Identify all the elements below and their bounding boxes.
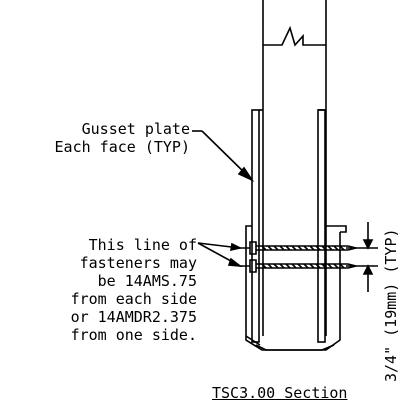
fastener-note-label: This line of fasteners may be 14AMS.75 f… [71, 236, 197, 344]
gusset-plate-label: Gusset plate Each face (TYP) [55, 120, 190, 156]
fastener-line: This line of [88, 236, 197, 254]
track-channel [245, 225, 347, 351]
fastener-line: from each side [70, 290, 197, 308]
fastener-line: from one side. [70, 326, 197, 344]
gusset-plate-left [251, 109, 260, 343]
gusset-plate-right [317, 109, 326, 343]
section-caption: TSC3.00 Section [212, 384, 348, 402]
dimension-marker [346, 222, 378, 292]
gusset-leader [192, 130, 255, 182]
dimension-label: 3/4" (19mm) (TYP) [382, 228, 400, 382]
stud-left-wall [262, 0, 327, 47]
gusset-label-line2: Each face (TYP) [54, 138, 190, 156]
fastener-lower [240, 259, 357, 273]
fastener-upper [240, 241, 357, 255]
fastener-leader [197, 242, 243, 268]
fastener-line: be 14AMS.75 [97, 272, 197, 290]
gusset-label-line1: Gusset plate [81, 120, 190, 138]
fastener-line: fasteners may [79, 254, 197, 272]
fastener-line: or 14AMDR2.375 [70, 308, 197, 326]
